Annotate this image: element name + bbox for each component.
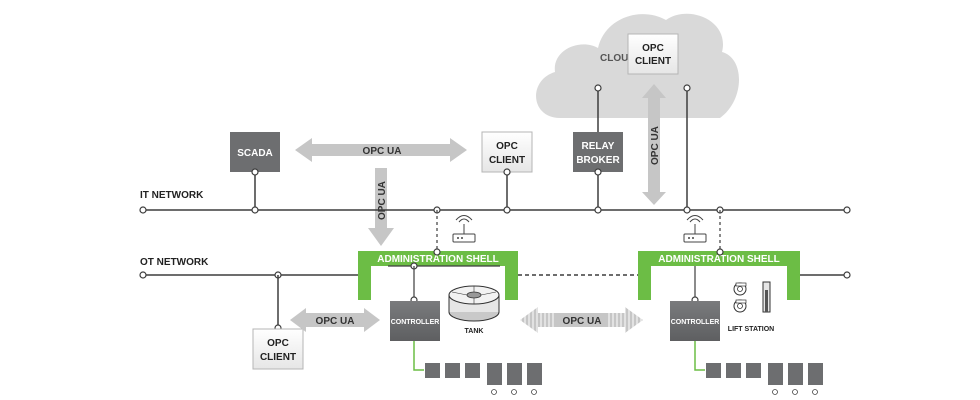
- connector-dot: [716, 248, 724, 256]
- connector-dot: [594, 84, 602, 92]
- cloud-opc-client[interactable]: OPC CLIENT: [627, 33, 679, 75]
- ot-opc-ua-left-label: OPC UA: [316, 316, 355, 327]
- cloud-client-label-2: CLIENT: [635, 56, 671, 67]
- connector-dot: [843, 206, 851, 214]
- ot-client-label-2: CLIENT: [260, 352, 296, 363]
- it-opc-ua-arrow: OPC UA: [295, 138, 467, 162]
- admin-shell-left-label: ADMINISTRATION SHELL: [377, 254, 498, 265]
- ot-network: OT NETWORK: [139, 257, 851, 279]
- controller-right-label: CONTROLLER: [671, 319, 720, 326]
- ot-opc-ua-arrow-middle: OPC UA: [520, 307, 643, 333]
- relay-broker-box[interactable]: RELAY BROKER: [573, 132, 623, 172]
- it-client-label-1: OPC: [496, 141, 518, 152]
- io-link-right: [694, 341, 705, 371]
- connector-dot: [251, 206, 259, 214]
- connector-dot: [503, 168, 511, 176]
- relay-label-1: RELAY: [582, 141, 615, 152]
- connector-dot: [843, 271, 851, 279]
- lift-station-label: LIFT STATION: [728, 326, 774, 333]
- cloud-opc-ua-arrow: OPC UA: [642, 84, 666, 205]
- io-link-left: [413, 341, 424, 371]
- connector-dot: [594, 206, 602, 214]
- controller-right[interactable]: CONTROLLER: [670, 301, 720, 341]
- connector-dot: [683, 206, 691, 214]
- ot-opc-ua-arrow-left: OPC UA: [290, 308, 380, 332]
- router-icon: [452, 215, 476, 243]
- connector-dot: [139, 271, 147, 279]
- connector-dot: [139, 206, 147, 214]
- it-client-label-2: CLIENT: [489, 155, 525, 166]
- it-network-label: IT NETWORK: [140, 190, 204, 201]
- io-modules-left: [425, 363, 542, 395]
- cloud-label: CLOUD: [600, 53, 636, 64]
- ot-opc-ua-middle-label: OPC UA: [563, 316, 602, 327]
- admin-opc-ua-label: OPC UA: [377, 181, 388, 220]
- it-network: IT NETWORK: [139, 190, 851, 214]
- controller-left[interactable]: CONTROLLER: [390, 301, 440, 341]
- scada-box[interactable]: SCADA: [230, 132, 280, 172]
- ot-client-label-1: OPC: [267, 338, 289, 349]
- connector-dot: [503, 206, 511, 214]
- administration-shell-left[interactable]: ADMINISTRATION SHELL: [358, 251, 518, 300]
- ot-network-label: OT NETWORK: [140, 257, 209, 268]
- connector-dot: [251, 168, 259, 176]
- it-opc-client[interactable]: OPC CLIENT: [481, 131, 533, 173]
- admin-shell-right-label: ADMINISTRATION SHELL: [658, 254, 779, 265]
- cloud-client-label-1: OPC: [642, 43, 664, 54]
- connector-dot: [594, 168, 602, 176]
- ot-opc-client[interactable]: OPC CLIENT: [252, 328, 304, 370]
- connector-dot: [433, 248, 441, 256]
- administration-shell-right[interactable]: ADMINISTRATION SHELL: [638, 251, 800, 300]
- io-modules-right: [706, 363, 823, 395]
- relay-label-2: BROKER: [576, 155, 620, 166]
- tank-label: TANK: [465, 328, 484, 335]
- admin-opc-ua-arrow: OPC UA: [368, 168, 394, 246]
- connector-dot: [683, 84, 691, 92]
- it-opc-ua-label: OPC UA: [363, 146, 402, 157]
- router-icon: [683, 215, 707, 243]
- cloud-opc-ua-label: OPC UA: [650, 126, 661, 165]
- lift-station-icon: [733, 281, 771, 313]
- controller-left-label: CONTROLLER: [391, 319, 440, 326]
- tank-icon: [448, 285, 500, 322]
- scada-label: SCADA: [237, 148, 273, 159]
